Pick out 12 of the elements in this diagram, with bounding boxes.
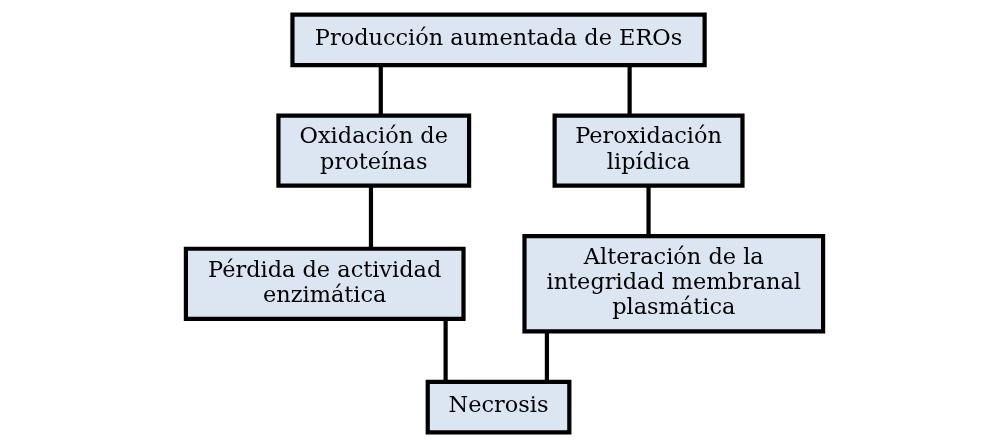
connector (378, 65, 383, 115)
connector (645, 185, 651, 236)
node-box: Peroxidación lipídica (552, 112, 745, 188)
node-box: Alteración de la integridad membranal plasmática (521, 233, 825, 334)
node-box: Oxidación de proteínas (275, 112, 471, 188)
node-box: Necrosis (425, 379, 571, 434)
connector (368, 185, 373, 248)
connector (443, 318, 448, 382)
node-box: Producción aumentada de EROs (289, 12, 707, 67)
connector (627, 65, 632, 115)
node-box: Pérdida de actividad enzimática (183, 246, 466, 321)
connector (544, 331, 549, 382)
